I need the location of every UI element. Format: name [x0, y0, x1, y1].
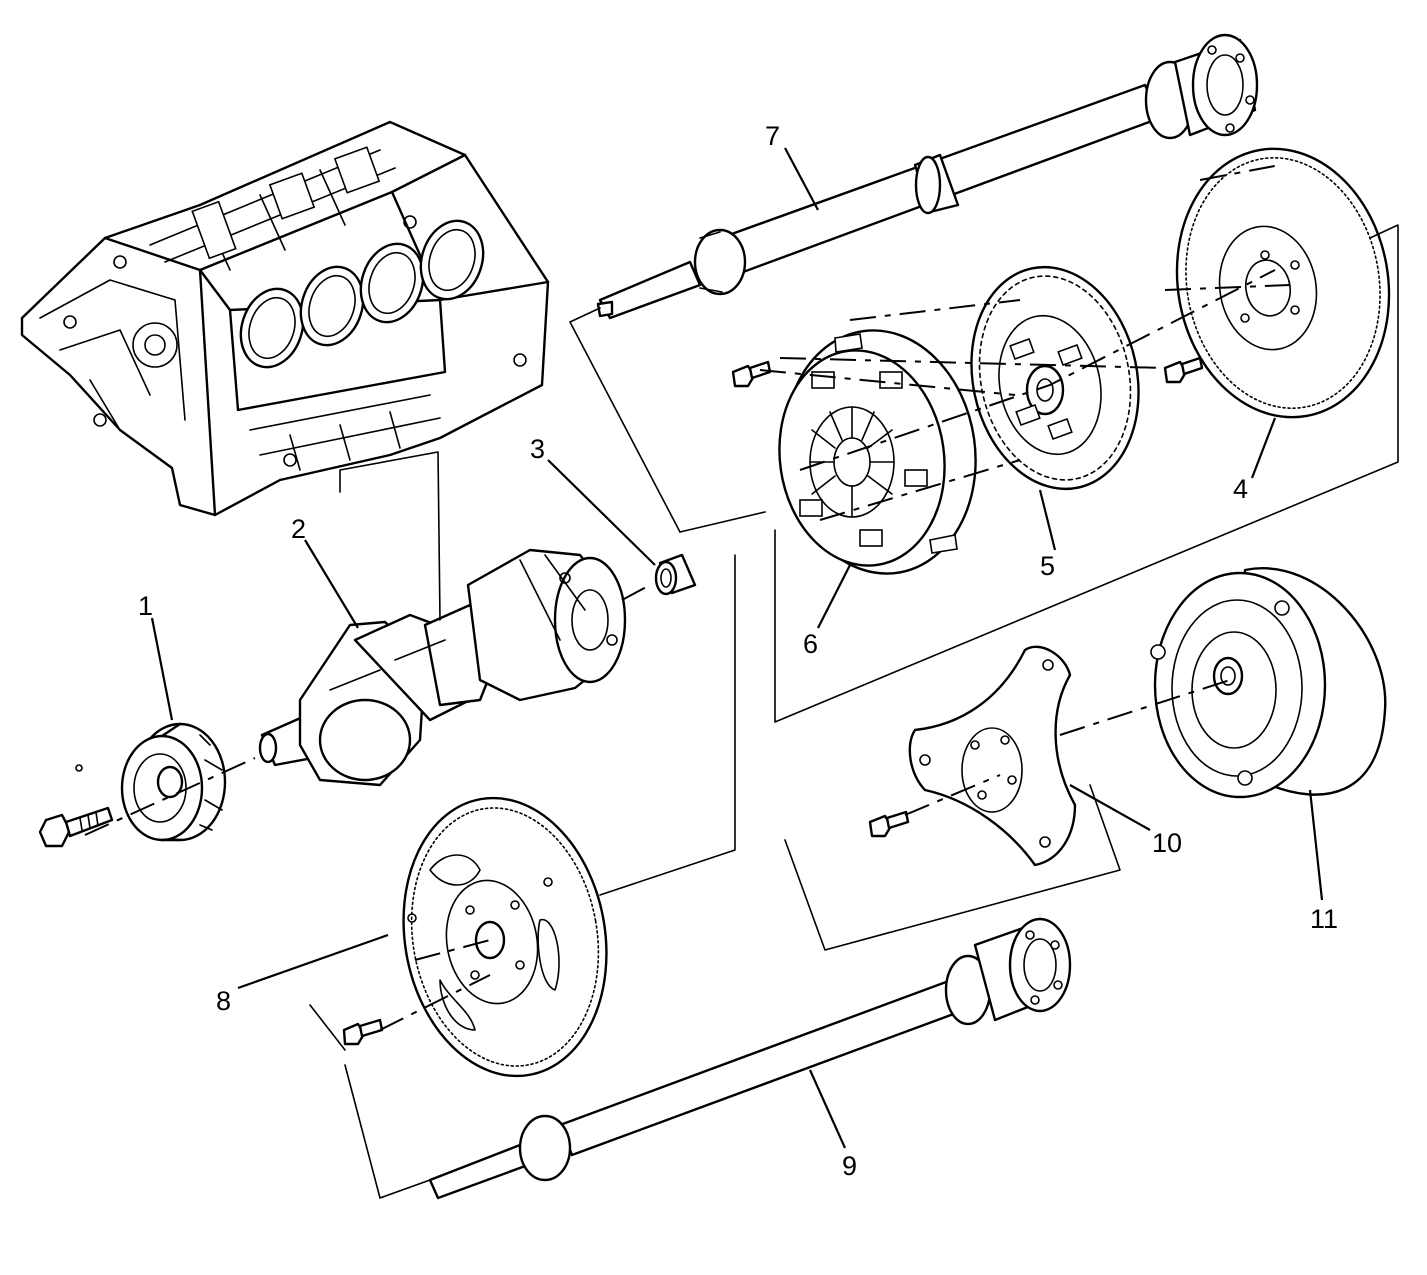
callout-1: 1: [138, 591, 153, 621]
callout-10: 10: [1152, 828, 1182, 858]
callout-5: 5: [1040, 551, 1055, 581]
flexplate: [402, 796, 608, 1078]
torque-converter: [1150, 567, 1387, 799]
balancer-key: [75, 764, 83, 772]
pressure-plate: [778, 329, 977, 575]
bracket-lines: [309, 224, 1399, 1199]
callout-6: 6: [803, 629, 818, 659]
callout-9: 9: [842, 1151, 857, 1181]
callout-labels: 1 2 3 4 5 6 7 8 9 10 11: [138, 121, 1338, 1181]
alignment-lines: [84, 164, 1291, 1031]
callout-11: 11: [1310, 904, 1338, 934]
pressure-plate-bolt: [731, 360, 772, 388]
callout-2: 2: [291, 514, 306, 544]
clutch-disc: [970, 265, 1140, 491]
flywheel-bolt-manual: [1163, 356, 1204, 384]
crankshaft-balancer: [120, 722, 227, 842]
drive-shaft-automatic: [428, 917, 1072, 1200]
converter-plate-bolt: [868, 810, 910, 838]
converter-plate: [908, 645, 1077, 867]
crankshaft: [258, 548, 627, 787]
flywheel-manual: [1175, 147, 1391, 419]
callout-leaders: [150, 147, 1324, 1149]
engine-block: [20, 120, 550, 517]
callout-8: 8: [216, 986, 231, 1016]
pilot-bearing: [654, 553, 697, 596]
drive-shaft-manual: [596, 33, 1259, 320]
callout-3: 3: [530, 434, 545, 464]
flexplate-bolt: [342, 1018, 384, 1046]
balancer-bolt: [38, 806, 114, 848]
callout-7: 7: [765, 121, 780, 151]
callout-4: 4: [1233, 474, 1248, 504]
